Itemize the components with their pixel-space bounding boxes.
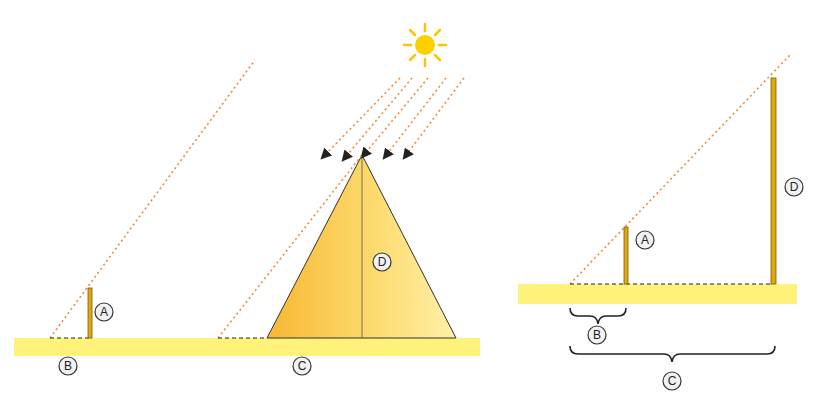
callout-letter: B (58, 356, 78, 376)
pole (771, 78, 776, 284)
callout-letter: A (635, 230, 655, 250)
callout-letter: C (662, 371, 682, 391)
shadow-line (570, 283, 773, 284)
callout-letter: A (94, 302, 114, 322)
callout-letter: D (784, 177, 804, 197)
callout-letter: C (292, 356, 312, 376)
shadow-ray (50, 60, 255, 338)
pyramid-height (362, 155, 363, 338)
bracket (570, 308, 626, 324)
callout-circles (59, 178, 803, 390)
callout-letter: D (372, 252, 392, 272)
ground (14, 338, 480, 356)
stick (624, 227, 628, 284)
ground (518, 284, 797, 304)
sun (404, 24, 446, 66)
shadow-line (50, 337, 90, 338)
callout-letter: B (587, 325, 607, 345)
shadow-ray (218, 155, 362, 338)
pyramid (267, 155, 456, 338)
bracket (570, 346, 775, 362)
stick (88, 288, 92, 338)
shadow-ray (570, 55, 790, 284)
sun-rays (322, 78, 464, 160)
shadow-line (218, 337, 267, 338)
